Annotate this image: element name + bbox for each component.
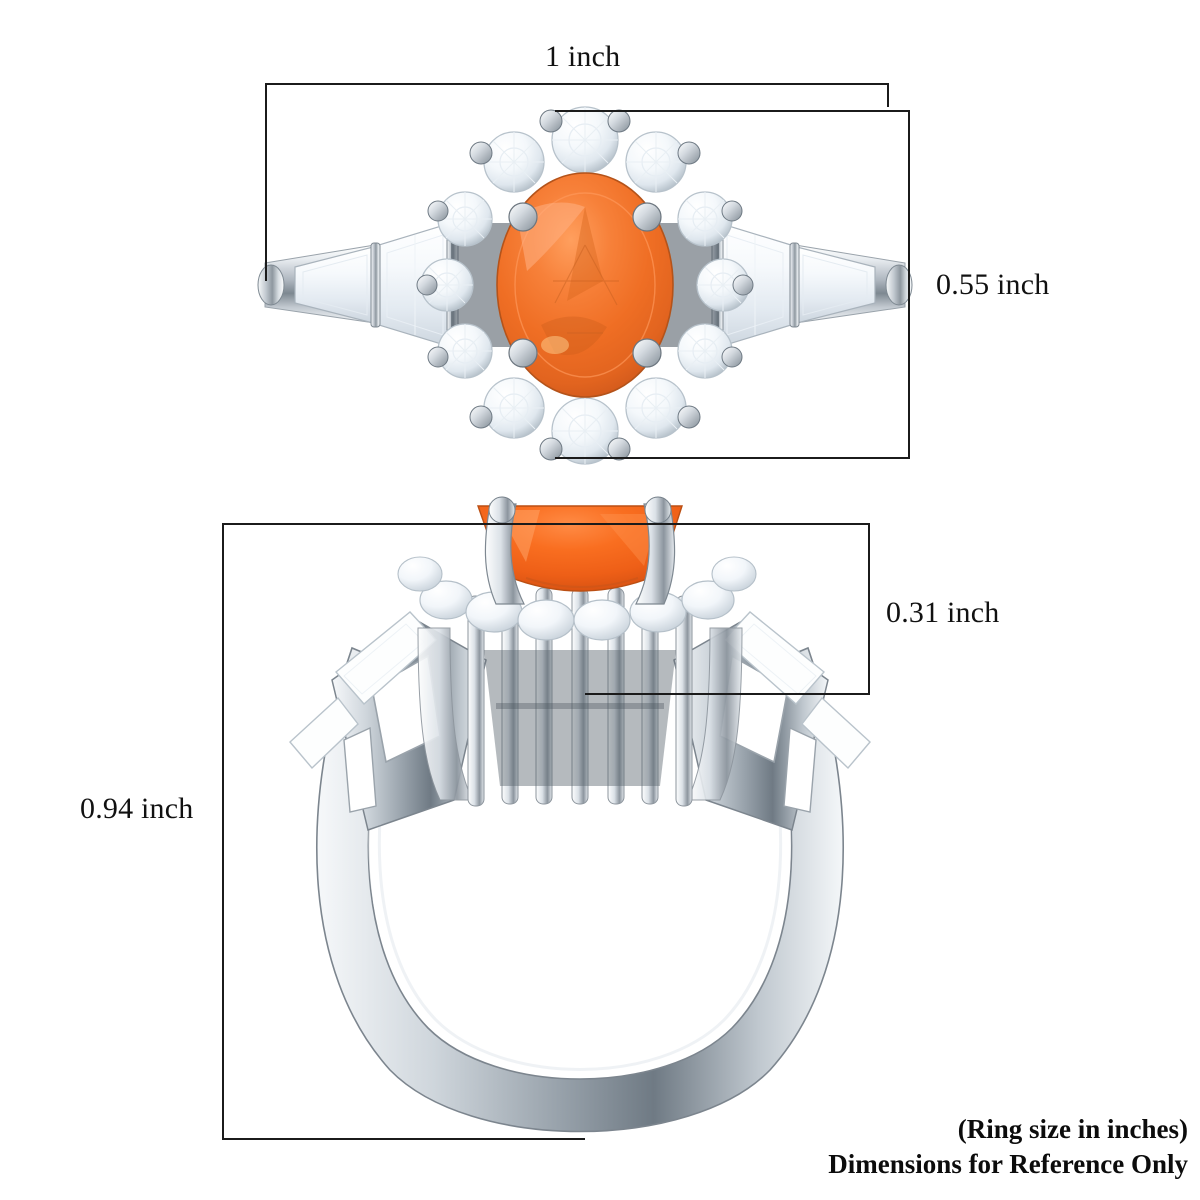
profile-baguette-left-outer (289, 696, 359, 770)
footer-note-line1: (Ring size in inches) (957, 1114, 1188, 1144)
ring-top-view (255, 95, 915, 485)
dimension-crown-bottom-line (585, 693, 870, 695)
dimension-crown-height-label: 0.31 inch (886, 596, 1000, 629)
cutout-window-right-lower (783, 726, 817, 813)
footer-note: (Ring size in inches) Dimensions for Ref… (828, 1112, 1188, 1181)
dimension-head-bottom-line (555, 457, 910, 459)
halo-diamond (483, 377, 545, 439)
halo-diamond (437, 191, 493, 247)
halo-diamond (551, 106, 619, 174)
metal-divider-right-outer (789, 242, 800, 328)
ring-profile-view (240, 496, 920, 1160)
center-gemstone (496, 172, 674, 398)
dimension-head-height-label: 0.55 inch (936, 268, 1050, 301)
dimension-total-bottom-line (222, 1138, 585, 1140)
footer-note-line2: Dimensions for Reference Only (828, 1148, 1188, 1179)
halo-diamond (420, 258, 474, 312)
ring-top-view-svg (257, 106, 913, 465)
dimension-crown-right-line (868, 523, 870, 695)
dimension-width-left-tick (265, 83, 267, 281)
halo-diamond (677, 191, 733, 247)
dimension-total-left-line (222, 523, 224, 1140)
halo-diamond (483, 131, 545, 193)
dimension-width-right-tick (887, 83, 889, 107)
halo-diamond (625, 131, 687, 193)
ring-profile-view-svg (289, 496, 871, 1133)
profile-center-prongs (484, 496, 676, 605)
halo-diamonds (420, 106, 750, 465)
halo-diamond (677, 323, 733, 379)
dimension-head-top-line (555, 110, 910, 112)
dimension-width-top-line (265, 83, 889, 85)
dimension-width-label: 1 inch (545, 40, 621, 73)
dimension-crown-top-line (222, 523, 870, 525)
profile-gallery (417, 587, 743, 807)
cutout-window-left-lower (343, 726, 377, 813)
dimension-total-height-label: 0.94 inch (80, 792, 194, 825)
halo-diamond (625, 377, 687, 439)
dimension-head-right-line (908, 110, 910, 458)
halo-diamond (551, 397, 619, 465)
halo-prong-beads (416, 109, 754, 461)
metal-divider-left-outer (370, 242, 381, 328)
center-prongs (508, 202, 662, 368)
profile-baguette-right-outer (801, 696, 871, 770)
